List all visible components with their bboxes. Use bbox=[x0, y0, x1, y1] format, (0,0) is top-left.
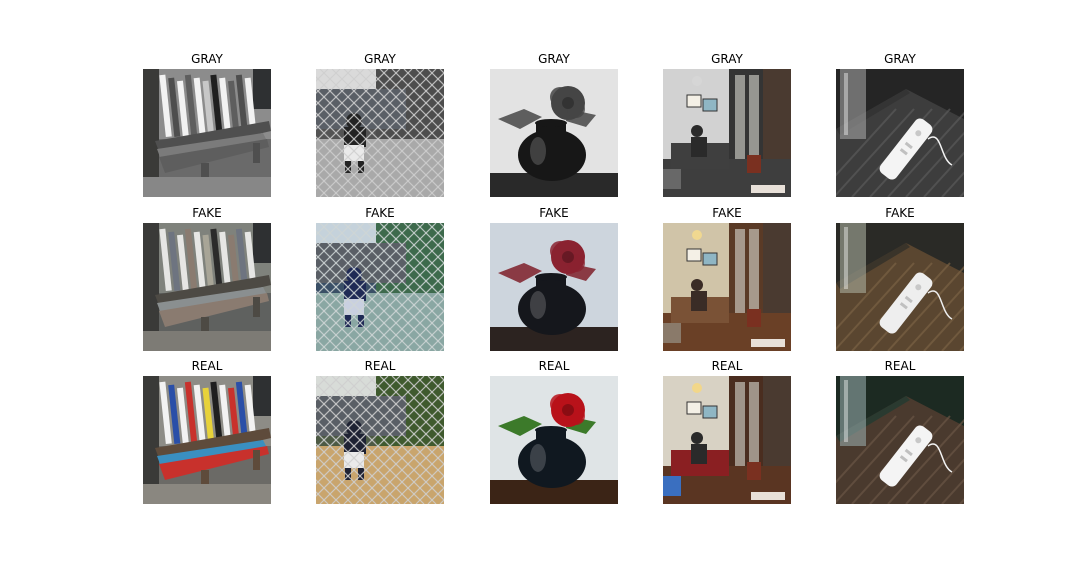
thumbnail-fake-flower-in-black-vase bbox=[490, 223, 618, 351]
tile-label: FAKE bbox=[885, 206, 915, 220]
tile-label: GRAY bbox=[191, 52, 223, 66]
thumbnail-fake-chainlink-fence-batter bbox=[316, 223, 444, 351]
tile-label: GRAY bbox=[884, 52, 916, 66]
thumbnail-gray-chainlink-fence-batter bbox=[316, 69, 444, 197]
thumbnail-real-flower-in-black-vase bbox=[490, 376, 618, 504]
tile-label: GRAY bbox=[711, 52, 743, 66]
thumbnail-fake-wii-remote-on-table bbox=[836, 223, 964, 351]
thumbnail-fake-living-room-interior bbox=[663, 223, 791, 351]
tile-label: REAL bbox=[884, 359, 916, 373]
tile-label: REAL bbox=[364, 359, 396, 373]
tile-label: REAL bbox=[538, 359, 570, 373]
thumbnail-gray-wii-remote-on-table bbox=[836, 69, 964, 197]
tile-label: REAL bbox=[711, 359, 743, 373]
thumbnail-real-chainlink-fence-batter bbox=[316, 376, 444, 504]
tile-label: GRAY bbox=[364, 52, 396, 66]
thumbnail-gray-living-room-interior bbox=[663, 69, 791, 197]
tile-label: FAKE bbox=[365, 206, 395, 220]
thumbnail-real-bench-with-skis bbox=[143, 376, 271, 504]
thumbnail-fake-bench-with-skis bbox=[143, 223, 271, 351]
thumbnail-gray-bench-with-skis bbox=[143, 69, 271, 197]
tile-label: GRAY bbox=[538, 52, 570, 66]
tile-label: REAL bbox=[191, 359, 223, 373]
tile-label: FAKE bbox=[192, 206, 222, 220]
thumbnail-real-wii-remote-on-table bbox=[836, 376, 964, 504]
thumbnail-real-living-room-interior bbox=[663, 376, 791, 504]
tile-label: FAKE bbox=[712, 206, 742, 220]
tile-label: FAKE bbox=[539, 206, 569, 220]
thumbnail-gray-flower-in-black-vase bbox=[490, 69, 618, 197]
